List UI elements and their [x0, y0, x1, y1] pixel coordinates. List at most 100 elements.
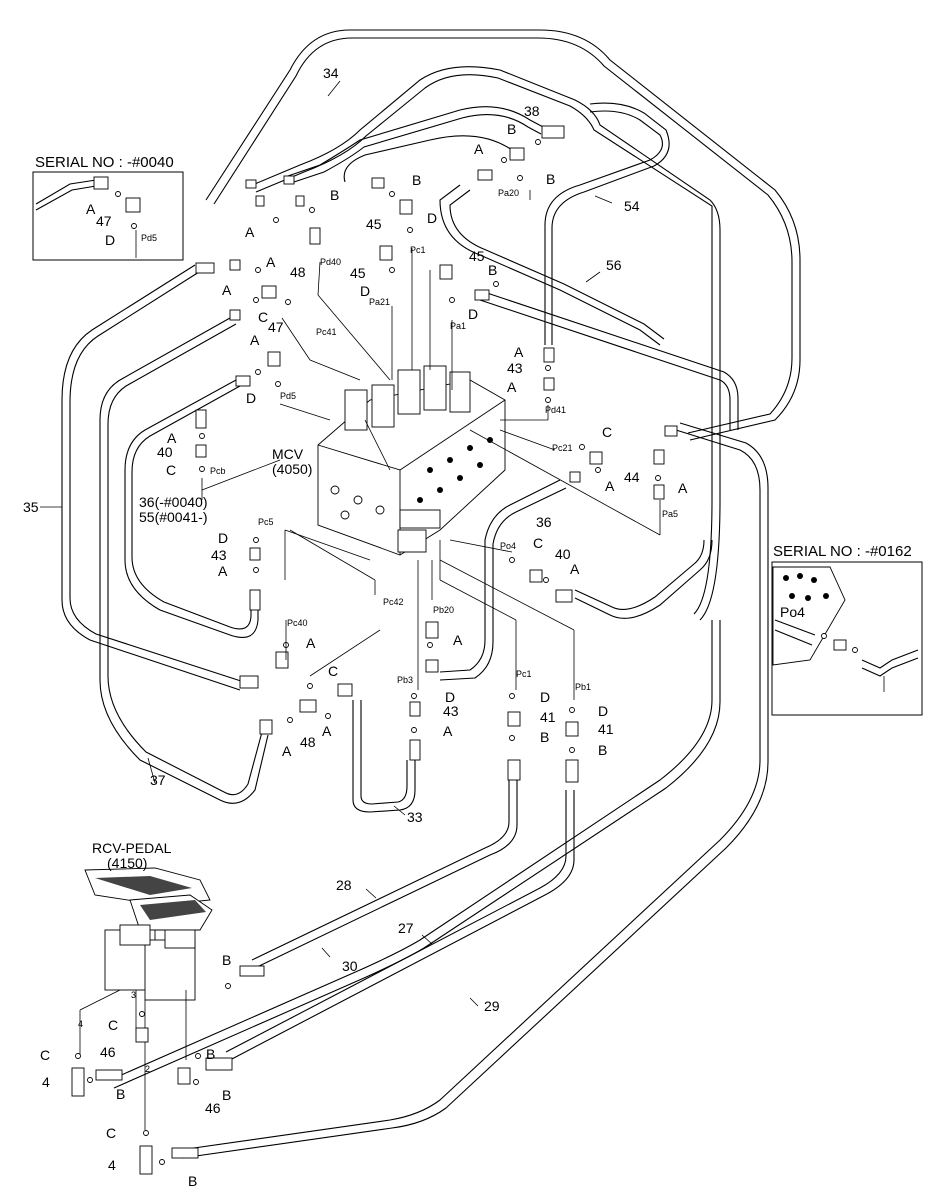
callout-4-b: 4: [108, 1157, 116, 1173]
callout-30: 30: [342, 958, 358, 974]
letter-a: A: [570, 561, 580, 577]
port-pa20: Pa20: [498, 188, 519, 198]
letter-a: A: [605, 478, 615, 494]
callout-45-c: 45: [469, 248, 485, 264]
letter-b: B: [412, 172, 421, 188]
port-pa1: Pa1: [450, 321, 466, 331]
inset-serial-0040: SERIAL NO : -#0040 A 47 D Pd5: [32, 154, 184, 261]
port-pc1: Pc1: [410, 245, 426, 255]
letter-d: D: [246, 390, 256, 406]
callout-46-b: 46: [205, 1100, 221, 1116]
callout-48-top: 48: [290, 264, 306, 280]
inset-serial-0162: SERIAL NO : -#0162 Po4: [771, 543, 923, 716]
port-pa5: Pa5: [662, 509, 678, 519]
letter-a: A: [443, 723, 453, 739]
port-pb1: Pb1: [575, 682, 591, 692]
port-pc41: Pc41: [316, 327, 337, 337]
callout-48-bottom: 48: [300, 734, 316, 750]
callout-47: 47: [268, 319, 284, 335]
mcv-valve: [317, 365, 506, 580]
letter-d: D: [540, 689, 550, 705]
letter-d: A: [507, 379, 517, 395]
letter-c: C: [258, 309, 268, 325]
letter-c: C: [40, 1047, 50, 1063]
callout-35: 35: [23, 499, 39, 515]
port-pb3: Pb3: [397, 675, 413, 685]
callout-45-b: 45: [350, 265, 366, 281]
callout-45-a: 45: [366, 216, 382, 232]
letter-d: D: [468, 306, 478, 322]
letter-a: A: [245, 224, 255, 240]
port-pc42: Pc42: [383, 597, 404, 607]
letter-b: B: [222, 1087, 231, 1103]
port-pc21: Pc21: [552, 443, 573, 453]
labels: MCV (4050) RCV-PEDAL (4150) 36(-#0040) 5…: [23, 65, 688, 1189]
callout-40-b: 40: [555, 546, 571, 562]
callout-56: 56: [606, 257, 622, 273]
letter-a: A: [218, 563, 228, 579]
callout-40-a: 40: [157, 444, 173, 460]
letter-c: C: [602, 424, 612, 440]
port-pd5: Pd5: [280, 391, 296, 401]
letter-b: B: [488, 262, 497, 278]
inset-port-po4: Po4: [780, 604, 805, 620]
letter-a: A: [222, 282, 232, 298]
port-2: 2: [145, 1064, 150, 1074]
port-4: 4: [78, 1019, 83, 1029]
letter-b: B: [540, 729, 549, 745]
port-3: 3: [131, 990, 136, 1000]
fittings: [71, 125, 678, 1175]
letter-b: B: [330, 187, 339, 203]
port-po4: Po4: [500, 541, 516, 551]
inset-letter-a: A: [86, 201, 96, 217]
leader-lines: [40, 80, 661, 1007]
callout-4-a: 4: [42, 1074, 50, 1090]
callout-41-a: 41: [540, 709, 556, 725]
callout-43-a: 43: [507, 360, 523, 376]
port-pc1: Pc1: [516, 669, 532, 679]
inset-callout-47: 47: [96, 213, 112, 229]
letter-b: B: [222, 952, 231, 968]
letter-b: B: [546, 171, 555, 187]
hose-routing: [61, 29, 801, 1159]
letter-a: A: [474, 141, 484, 157]
port-pc5: Pc5: [258, 517, 274, 527]
rcv-code: (4150): [107, 855, 147, 871]
callout-33: 33: [407, 809, 423, 825]
letter-c: C: [328, 663, 338, 679]
letter-a: A: [322, 723, 332, 739]
letter-d: D: [427, 210, 437, 226]
callout-27: 27: [398, 920, 414, 936]
inset-left-title: SERIAL NO : -#0040: [35, 154, 174, 171]
callout-44: 44: [624, 469, 640, 485]
letter-b: B: [507, 121, 516, 137]
inset-letter-d: D: [105, 232, 115, 248]
letter-b: B: [188, 1173, 197, 1189]
callout-37: 37: [150, 772, 166, 788]
letter-a: A: [282, 743, 292, 759]
rcv-pedal: [79, 867, 213, 1130]
callout-41-b: 41: [598, 721, 614, 737]
inset-fitting: [93, 176, 109, 190]
port-pb20: Pb20: [433, 605, 454, 615]
letter-d: D: [445, 689, 455, 705]
rcv-label: RCV-PEDAL: [92, 840, 172, 856]
callout-34: 34: [323, 65, 339, 81]
port-pcb: Pcb: [210, 466, 226, 476]
letter-c: C: [108, 1017, 118, 1033]
line-55-label: 55(#0041-): [139, 509, 208, 525]
letter-c: C: [533, 535, 543, 551]
letter-a: A: [453, 632, 463, 648]
letter-a: A: [514, 344, 524, 360]
letter-a: A: [266, 254, 276, 270]
port-pd41: Pd41: [545, 405, 566, 415]
letter-c: B: [206, 1046, 215, 1062]
inset-elbow: [125, 197, 141, 213]
mcv-label: MCV: [272, 446, 304, 462]
letter-a: A: [167, 430, 177, 446]
letter-d: D: [218, 530, 228, 546]
port-pd40: Pd40: [320, 257, 341, 267]
letter-a: A: [306, 635, 316, 651]
inset-right-title: SERIAL NO : -#0162: [773, 543, 912, 560]
letter-b: B: [598, 742, 607, 758]
